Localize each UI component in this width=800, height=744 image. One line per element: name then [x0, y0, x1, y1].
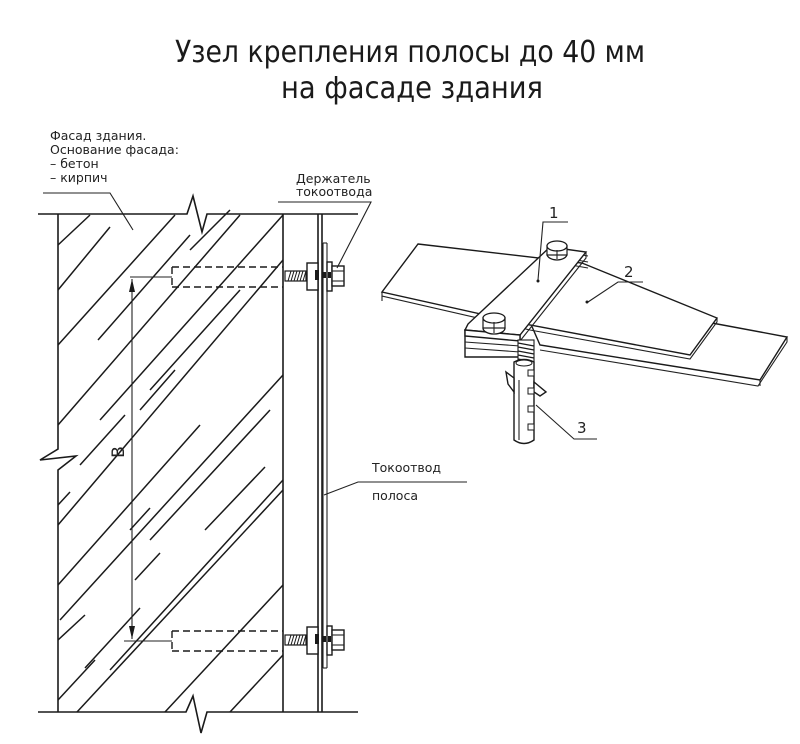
holder-leader-line: [278, 201, 372, 269]
bolt-head-top: [546, 240, 568, 261]
title-line-2: на фасаде здания: [281, 71, 543, 106]
section-view: Фасад здания. Основание фасада: – бетон …: [38, 128, 467, 734]
bolt-head-bottom: [482, 312, 506, 335]
dimension-arrow-top-icon: [129, 279, 135, 292]
callout-1: 1: [536, 204, 568, 283]
screw-thread-iso: [517, 339, 535, 363]
facade-label-line-1: Фасад здания.: [50, 128, 146, 143]
holder-label-line-1: Держатель: [296, 171, 371, 186]
upper-anchor: [130, 261, 345, 292]
conductor-label-line-1: Токоотвод: [371, 460, 441, 475]
lower-anchor: [124, 625, 345, 656]
callout-number-3: 3: [577, 419, 587, 437]
dimension-b: В: [109, 279, 135, 639]
wall-left-break-line: [39, 214, 79, 712]
facade-label-line-3: – бетон: [50, 156, 99, 171]
holder-label: Держатель токоотвода: [278, 171, 372, 269]
dowel-outline-upper: [171, 266, 283, 288]
isometric-view: 1 2 3: [380, 204, 789, 445]
dowel-outline-lower: [171, 630, 283, 652]
conductor-label: Токоотвод полоса: [323, 460, 467, 503]
conductor-leader-line: [323, 481, 467, 496]
dowel-iso: [505, 358, 548, 445]
title-line-1: Узел крепления полосы до 40 мм: [175, 35, 645, 70]
bolt-head-upper: [331, 265, 345, 287]
callout-number-1: 1: [549, 204, 559, 222]
facade-label: Фасад здания. Основание фасада: – бетон …: [43, 128, 179, 231]
facade-label-line-2: Основание фасада:: [50, 142, 179, 157]
dimension-label: В: [109, 446, 129, 458]
callout-2: 2: [585, 263, 643, 304]
facade-leader-line: [43, 192, 134, 231]
conductor-strip: [322, 242, 328, 669]
facade-label-line-4: – кирпич: [50, 170, 108, 185]
wall-hatching: [57, 209, 284, 713]
dimension-arrow-bottom-icon: [129, 626, 135, 639]
holder-label-line-2: токоотвода: [296, 184, 372, 199]
drawing-title: Узел крепления полосы до 40 мм на фасаде…: [175, 35, 645, 106]
wall-top-break-line: [38, 193, 358, 236]
wall-bottom-break-line: [38, 693, 358, 734]
callout-number-2: 2: [624, 263, 634, 281]
conductor-label-line-2: полоса: [372, 488, 418, 503]
bolt-head-lower: [331, 629, 345, 651]
callout-3: 3: [535, 404, 597, 440]
